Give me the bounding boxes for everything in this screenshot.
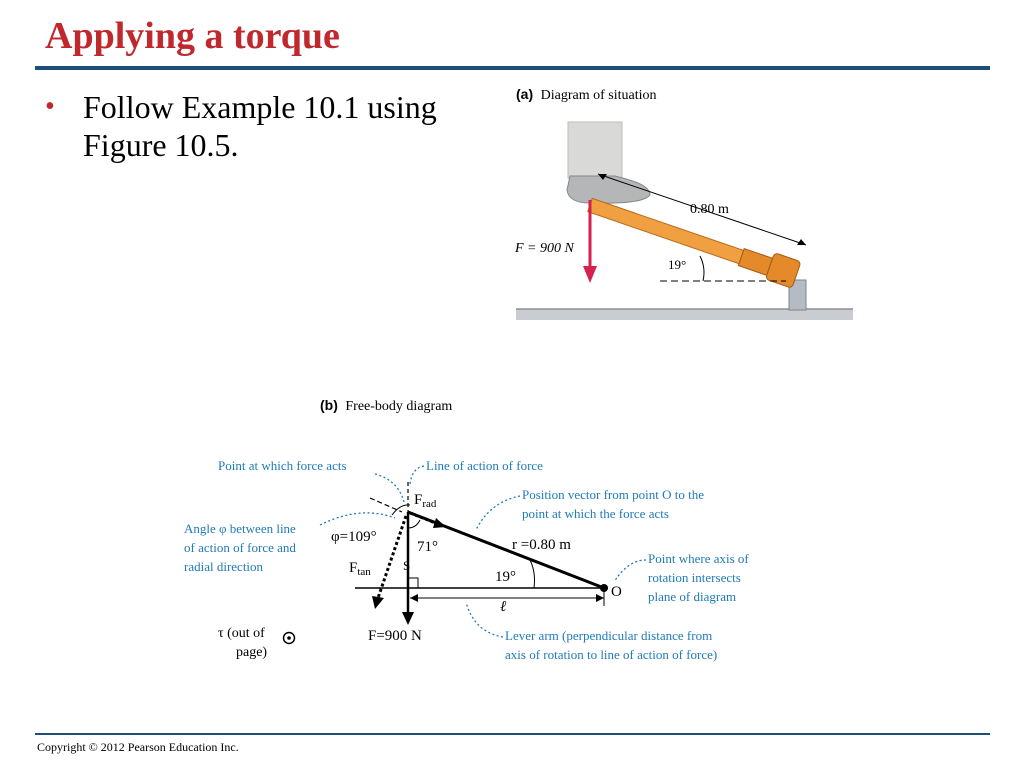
figure-b-tag-bold: (b) bbox=[320, 397, 338, 413]
ann-axis-2: rotation intersects bbox=[648, 570, 741, 585]
angle-19-label: 19° bbox=[495, 569, 516, 585]
dimension-line bbox=[597, 173, 807, 246]
f-tan-label: Ftan bbox=[349, 560, 371, 578]
slide-title: Applying a torque bbox=[45, 15, 340, 57]
axis-point bbox=[600, 584, 608, 592]
force-label: F = 900 N bbox=[514, 241, 574, 256]
figure-a-caption: Diagram of situation bbox=[541, 88, 657, 103]
ann-point-force: Point at which force acts bbox=[218, 458, 347, 473]
ann-axis-1: Point where axis of bbox=[648, 551, 749, 566]
lever-arm-symbol: ℓ bbox=[500, 599, 506, 615]
phi-label: φ=109° bbox=[331, 529, 377, 545]
torque-label-2: page) bbox=[236, 645, 267, 660]
right-angle-mark bbox=[408, 577, 419, 588]
figure-b-caption: Free-body diagram bbox=[345, 399, 452, 414]
bullet-text: Follow Example 10.1 using Figure 10.5. bbox=[83, 89, 437, 163]
bullet-dot-icon: • bbox=[45, 91, 55, 122]
force-arrowhead-icon bbox=[402, 612, 414, 625]
support-post bbox=[788, 279, 807, 311]
s-label: S bbox=[403, 558, 410, 573]
angle-label: 19° bbox=[668, 257, 686, 272]
ann-line-action: Line of action of force bbox=[426, 458, 543, 473]
ann-angle-1: Angle φ between line bbox=[184, 521, 296, 536]
torque-label-1: τ (out of bbox=[218, 626, 265, 641]
figure-a-tag: (a) Diagram of situation bbox=[516, 86, 657, 103]
wrench-pipe bbox=[587, 197, 801, 288]
figure-b-tag: (b) Free-body diagram bbox=[320, 397, 452, 414]
shoe bbox=[566, 175, 651, 204]
f-rad-label: Frad bbox=[414, 492, 437, 510]
footer-divider bbox=[35, 733, 990, 735]
out-of-page-icon bbox=[282, 631, 296, 645]
ann-position-1: Position vector from point O to the bbox=[522, 487, 704, 502]
angle-71-label: 71° bbox=[417, 539, 438, 555]
length-label: 0.80 m bbox=[690, 202, 729, 217]
ann-position-2: point at which the force acts bbox=[522, 506, 669, 521]
annotation-pointers bbox=[319, 465, 647, 638]
ann-lever-1: Lever arm (perpendicular distance from bbox=[505, 628, 712, 643]
f-tan-vector bbox=[376, 515, 408, 599]
o-label: O bbox=[611, 584, 622, 600]
ann-lever-2: axis of rotation to line of action of fo… bbox=[505, 647, 717, 662]
ann-axis-3: plane of diagram bbox=[648, 589, 736, 604]
ann-angle-3: radial direction bbox=[184, 559, 264, 574]
ann-angle-2: of action of force and bbox=[184, 540, 296, 555]
floor bbox=[516, 309, 853, 320]
title-divider bbox=[35, 66, 990, 70]
r-label: r =0.80 m bbox=[512, 537, 571, 553]
force-magnitude-label: F=900 N bbox=[368, 628, 422, 644]
figure-a-tag-bold: (a) bbox=[516, 86, 533, 102]
annotations: Point at which force acts Line of action… bbox=[184, 458, 749, 662]
force-arrowhead-icon bbox=[583, 266, 597, 283]
footer-copyright: Copyright © 2012 Pearson Education Inc. bbox=[37, 740, 239, 754]
